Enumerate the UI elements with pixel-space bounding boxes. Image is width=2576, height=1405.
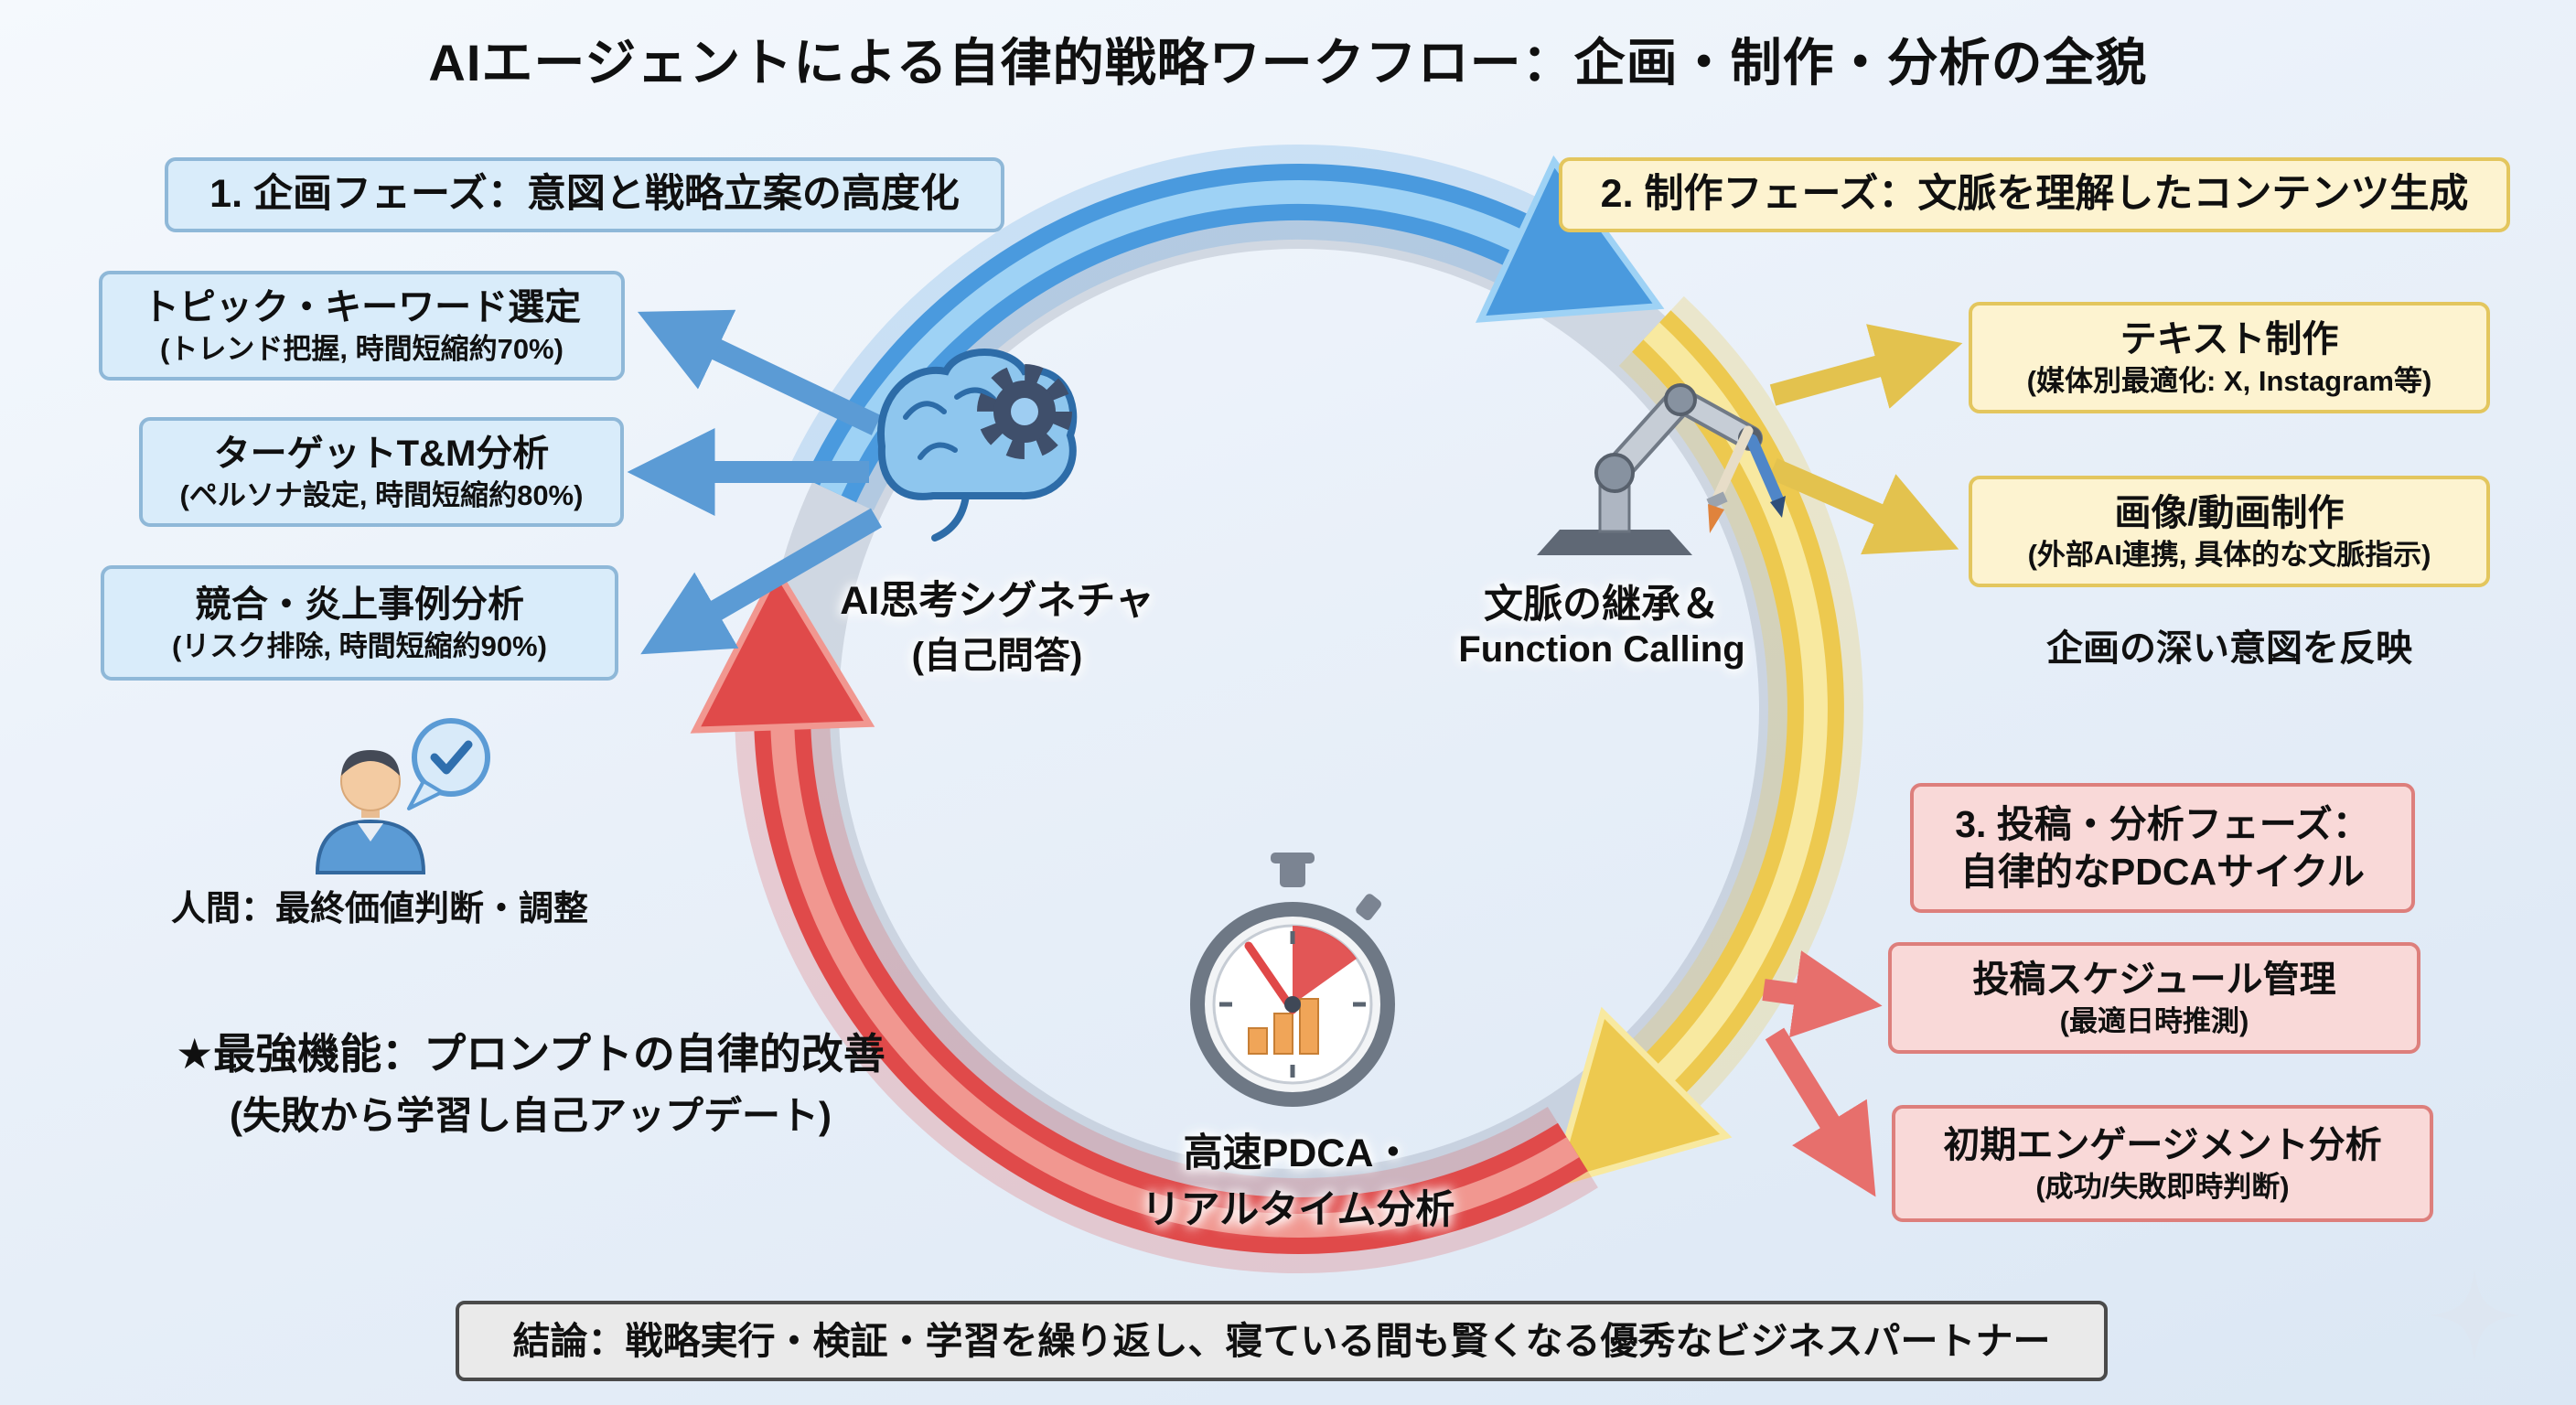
- analysis-box-schedule-subtitle: (最適日時推測): [2059, 1004, 2249, 1037]
- planning-box-competitor: 競合・炎上事例分析 (リスク排除, 時間短縮約90%): [101, 565, 618, 681]
- phase1-header: 1. 企画フェーズ：意図と戦略立案の高度化: [165, 157, 1004, 232]
- ai-core-label: AI思考シグネチャ (自己問答): [768, 569, 1226, 679]
- brain-gear-icon: [876, 349, 1078, 542]
- production-box-media: 画像/動画制作 (外部AI連携, 具体的な文脈指示): [1969, 476, 2490, 587]
- phase2-header-label: 2. 制作フェーズ：文脈を理解したコンテンツ生成: [1600, 172, 2469, 217]
- planning-box-target-title: ターゲットT&M分析: [213, 433, 550, 474]
- analysis-arc: [690, 564, 1598, 1273]
- planning-box-topic-subtitle: (トレンド把握, 時間短縮約70%): [160, 332, 564, 365]
- pdca-core-label: 高速PDCA・ リアルタイム分析: [1069, 1121, 1527, 1235]
- ai-core-label-line2: (自己問答): [911, 636, 1083, 676]
- page-title: AIエージェントによる自律的戦略ワークフロー：企画・制作・分析の全貌: [428, 34, 2148, 91]
- production-box-media-title: 画像/動画制作: [2114, 492, 2345, 533]
- planning-branch-arrows: [627, 309, 883, 655]
- phase3-header-line1: 3. 投稿・分析フェーズ：: [1955, 802, 2370, 845]
- human-role-label: 人間：最終価値判断・調整: [170, 890, 588, 928]
- planning-box-competitor-title: 競合・炎上事例分析: [195, 584, 524, 625]
- analysis-box-engagement-title: 初期エンゲージメント分析: [1943, 1124, 2382, 1165]
- planning-box-target: ターゲットT&M分析 (ペルソナ設定, 時間短縮約80%): [139, 417, 624, 527]
- planning-box-topic: トピック・キーワード選定 (トレンド把握, 時間短縮約70%): [99, 271, 625, 381]
- gear-icon: [977, 364, 1072, 459]
- production-box-text-subtitle: (媒体別最適化: X, Instagram等): [2026, 364, 2432, 397]
- analysis-branch-arrows: [1762, 950, 1883, 1197]
- pdca-core-label-line1: 高速PDCA・: [1183, 1132, 1413, 1175]
- analysis-box-schedule: 投稿スケジュール管理 (最適日時推測): [1888, 942, 2420, 1054]
- ai-core-label-line1: AI思考シグネチャ: [840, 579, 1154, 623]
- pen-icon: [1745, 434, 1786, 518]
- planning-arrowhead: [1476, 155, 1665, 323]
- analysis-box-engagement-subtitle: (成功/失敗即時判断): [2035, 1170, 2290, 1203]
- production-box-media-subtitle: (外部AI連携, 具体的な文脈指示): [2027, 538, 2431, 571]
- phase1-header-label: 1. 企画フェーズ：意図と戦略立案の高度化: [209, 172, 960, 217]
- production-note: 企画の深い意図を反映: [2046, 628, 2412, 669]
- check-icon: [430, 740, 473, 775]
- planning-box-topic-title: トピック・キーワード選定: [142, 286, 582, 327]
- phase3-header-line2: 自律的なPDCAサイクル: [1959, 851, 2366, 893]
- function-core-label: 文脈の継承＆ Function Calling: [1373, 573, 1830, 670]
- production-box-text-title: テキスト制作: [2120, 318, 2339, 359]
- robot-arm-pen-brush-icon: [1537, 383, 1786, 555]
- function-core-label-line2: Function Calling: [1458, 629, 1745, 670]
- production-arrowhead: [1550, 1006, 1733, 1189]
- mini-bar-chart-icon: [1248, 998, 1319, 1055]
- sparkle-icon: [2429, 1270, 2520, 1361]
- production-branch-arrows: [1768, 324, 1963, 555]
- pdca-core-label-line2: リアルタイム分析: [1141, 1188, 1455, 1232]
- conclusion-banner: 結論：戦略実行・検証・学習を繰り返し、寝ている間も賢くなる優秀なビジネスパートナ…: [456, 1301, 2108, 1381]
- star-feature-line1: ★最強機能：プロンプトの自律的改善: [176, 1030, 886, 1078]
- stopwatch-chart-icon: [1190, 853, 1395, 1107]
- star-feature-line2: (失敗から学習し自己アップデート): [230, 1094, 832, 1137]
- phase2-header: 2. 制作フェーズ：文脈を理解したコンテンツ生成: [1559, 157, 2510, 232]
- conclusion-text: 結論：戦略実行・検証・学習を繰り返し、寝ている間も賢くなる優秀なビジネスパートナ…: [512, 1319, 2051, 1362]
- human-check-icon: [315, 718, 490, 874]
- production-box-text: テキスト制作 (媒体別最適化: X, Instagram等): [1969, 302, 2490, 413]
- function-core-label-line1: 文脈の継承＆: [1484, 583, 1720, 627]
- brush-icon: [1706, 425, 1754, 533]
- analysis-box-engagement: 初期エンゲージメント分析 (成功/失敗即時判断): [1892, 1105, 2433, 1222]
- phase3-header: 3. 投稿・分析フェーズ： 自律的なPDCAサイクル: [1910, 783, 2415, 913]
- analysis-box-schedule-title: 投稿スケジュール管理: [1972, 959, 2336, 1000]
- planning-box-target-subtitle: (ペルソナ設定, 時間短縮約80%): [179, 478, 584, 511]
- planning-box-competitor-subtitle: (リスク排除, 時間短縮約90%): [172, 629, 547, 662]
